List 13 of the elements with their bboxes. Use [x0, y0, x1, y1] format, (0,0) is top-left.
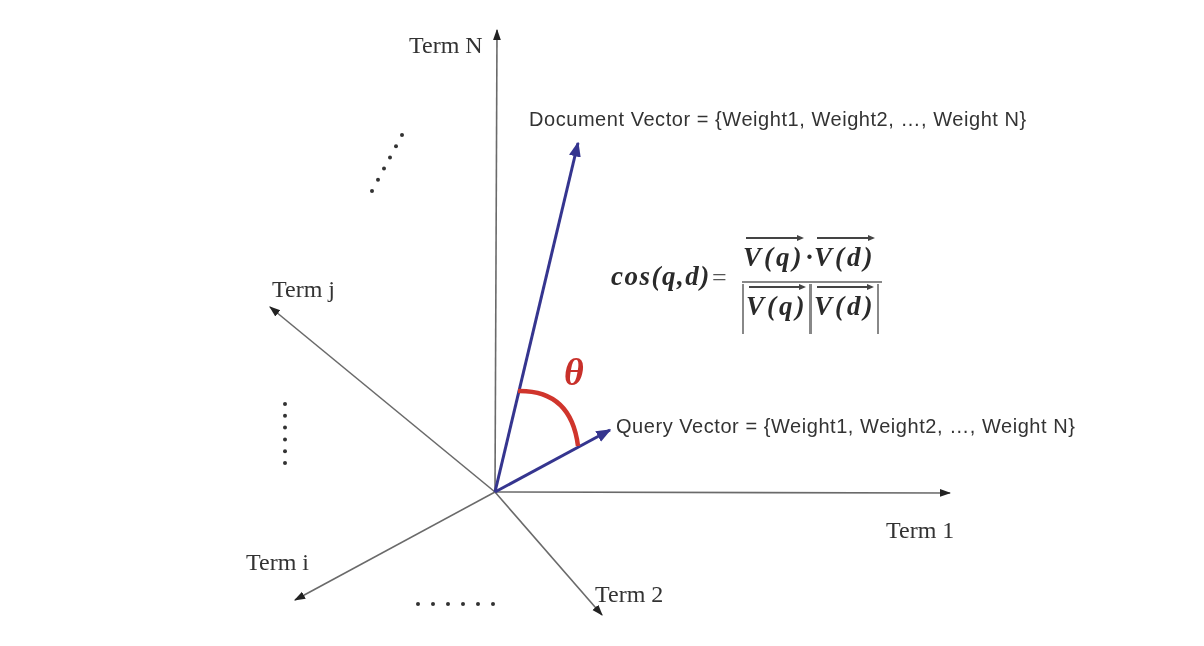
- angle-label: θ: [564, 352, 584, 394]
- vector-definition: Document Vector = {Weight1, Weight2, …, Weight N}: [529, 108, 1027, 130]
- axis-label: Term i: [246, 549, 309, 576]
- axis-label: Term 2: [595, 581, 664, 608]
- vector-norm: V(d): [810, 284, 879, 334]
- equals-sign: =: [712, 264, 727, 293]
- vector-definition: Query Vector = {Weight1, Weight2, …, Weight N}: [616, 415, 1076, 437]
- axis-label: Term j: [272, 276, 335, 303]
- axis-label: Term N: [409, 32, 483, 59]
- formula-function: cos(q,d): [611, 262, 711, 292]
- axis-label: Term 1: [886, 517, 955, 544]
- vector-norm: V(q): [742, 284, 811, 334]
- dot-product-sign: ·: [805, 243, 814, 273]
